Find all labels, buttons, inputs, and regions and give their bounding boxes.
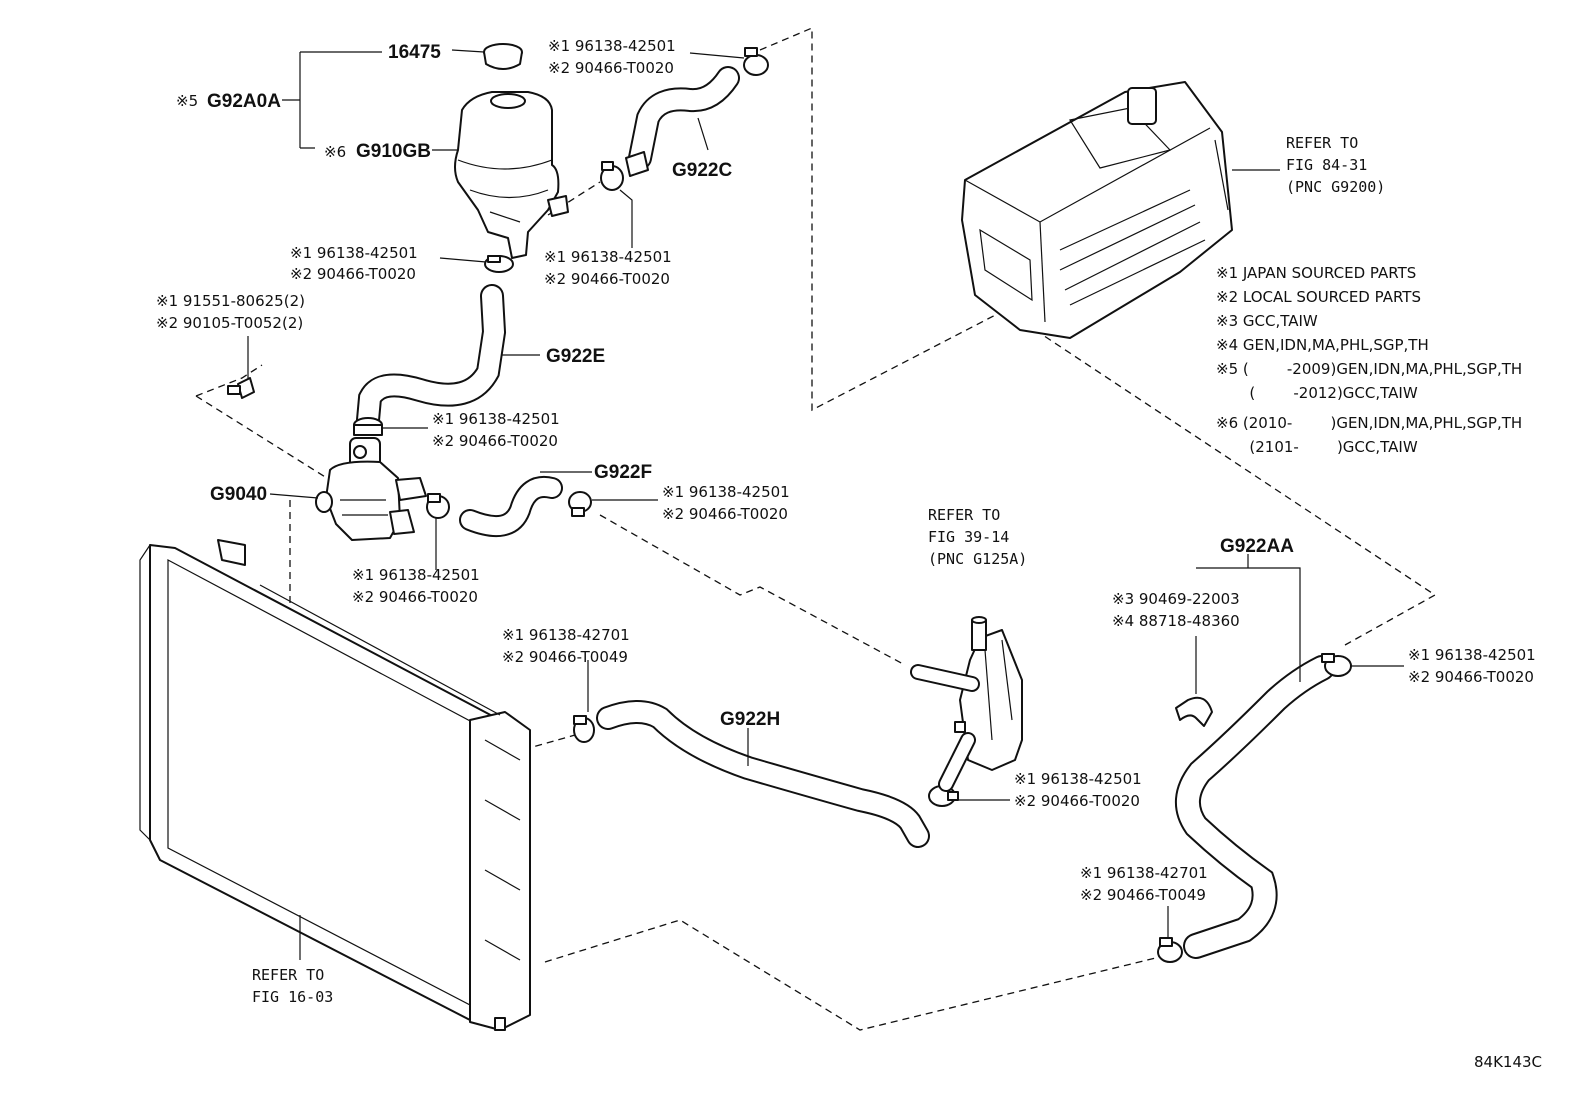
pn-h-right-clamp-2: ※2 90466-T0020 [1014,792,1140,810]
pn-aa-clip-2: ※4 88718-48360 [1112,612,1240,630]
callout-g922e: G922E [546,346,605,367]
pn-aa-bottom-clamp-2: ※2 90466-T0049 [1080,886,1206,904]
clamp-aa-top [1321,653,1352,677]
radiator [139,539,531,1031]
callout-g910gb-mark: ※6 [324,143,346,161]
pn-h-left-clamp-1: ※1 96138-42701 [502,626,630,644]
pn-pump-top-clamp-2: ※2 90466-T0020 [432,432,558,450]
clamp-f [568,491,592,517]
hose-g922c [625,66,740,177]
pn-pump-side-clamp-1: ※1 96138-42501 [352,566,480,584]
reservoir-tank [454,91,569,259]
pn-f-clamp-2: ※2 90466-T0020 [662,505,788,523]
callout-g922f: G922F [594,462,652,483]
note-3: ※3 GCC,TAIW [1216,312,1318,330]
hose-g922h [596,700,930,848]
legend-notes: ※1 JAPAN SOURCED PARTS ※2 LOCAL SOURCED … [1216,264,1522,456]
callout-g922h: G922H [720,709,780,730]
pn-h-left-clamp-2: ※2 90466-T0049 [502,648,628,666]
note-4: ※4 GEN,IDN,MA,PHL,SGP,TH [1216,336,1429,354]
note-5: ※5 ( -2009)GEN,IDN,MA,PHL,SGP,TH [1216,360,1522,378]
part-number-labels: ※1 96138-42501 ※2 90466-T0020 ※1 96138-4… [156,37,1536,904]
hose-g922e [356,284,507,432]
ref-inverter-2: FIG 84-31 [1286,156,1367,174]
cooler-g125a [910,616,1023,792]
ref-radiator-2: FIG 16-03 [252,988,333,1006]
water-pump-g9040 [315,437,427,541]
hose-g922aa [1175,655,1335,959]
note-6: ( -2012)GCC,TAIW [1216,384,1418,402]
hose-g922f [459,476,563,537]
callout-16475: 16475 [388,42,441,63]
pn-bolt-1: ※1 91551-80625(2) [156,292,305,310]
pn-aa-bottom-clamp-1: ※1 96138-42701 [1080,864,1208,882]
pn-aa-top-clamp-2: ※2 90466-T0020 [1408,668,1534,686]
note-2: ※2 LOCAL SOURCED PARTS [1216,288,1421,306]
pn-tank-clamp-1: ※1 96138-42501 [290,244,418,262]
callout-g9040: G9040 [210,484,267,505]
callout-labels: 16475 ※5 G92A0A ※6 G910GB G922C G922E G9… [176,42,1294,730]
callout-g92a0a: G92A0A [207,91,281,112]
clamp-h-left [573,715,595,743]
pn-h-right-clamp-1: ※1 96138-42501 [1014,770,1142,788]
callout-g910gb: G910GB [356,141,431,162]
pn-aa-top-clamp-1: ※1 96138-42501 [1408,646,1536,664]
clamp-pump-top [353,417,383,436]
note-1: ※1 JAPAN SOURCED PARTS [1216,264,1416,282]
note-8: (2101- )GCC,TAIW [1216,438,1418,456]
pn-aa-clip-1: ※3 90469-22003 [1112,590,1240,608]
pn-bolt-2: ※2 90105-T0052(2) [156,314,303,332]
clamp-c-lower [600,161,624,191]
ref-cooler-3: (PNC G125A) [928,550,1027,568]
note-7: ※6 (2010- )GEN,IDN,MA,PHL,SGP,TH [1216,414,1522,432]
ref-radiator-1: REFER TO [252,966,324,984]
reservoir-cap [483,43,523,70]
ref-inverter-1: REFER TO [1286,134,1358,152]
clamp-pump-side [426,493,450,519]
pn-c-lower-clamp-2: ※2 90466-T0020 [544,270,670,288]
refer-labels: REFER TO FIG 84-31 (PNC G9200) REFER TO … [252,134,1385,1006]
pn-f-clamp-1: ※1 96138-42501 [662,483,790,501]
pn-top-clamp-1: ※1 96138-42501 [548,37,676,55]
ref-inverter-3: (PNC G9200) [1286,178,1385,196]
clamp-tank [484,255,514,273]
callout-g922c: G922C [672,160,732,181]
callout-g92a0a-mark: ※5 [176,92,198,110]
ref-cooler-1: REFER TO [928,506,1000,524]
inverter-assembly [961,81,1280,339]
pn-pump-side-clamp-2: ※2 90466-T0020 [352,588,478,606]
pn-tank-clamp-2: ※2 90466-T0020 [290,265,416,283]
pn-c-lower-clamp-1: ※1 96138-42501 [544,248,672,266]
pn-top-clamp-2: ※2 90466-T0020 [548,59,674,77]
clamp-top [743,47,769,76]
hose-clip [1175,696,1213,727]
bolt [227,377,255,399]
clamp-aa-bottom [1157,937,1183,963]
ref-cooler-2: FIG 39-14 [928,528,1009,546]
diagram-id: 84K143C [1474,1053,1542,1071]
pn-pump-top-clamp-1: ※1 96138-42501 [432,410,560,428]
callout-g922aa: G922AA [1220,536,1294,557]
